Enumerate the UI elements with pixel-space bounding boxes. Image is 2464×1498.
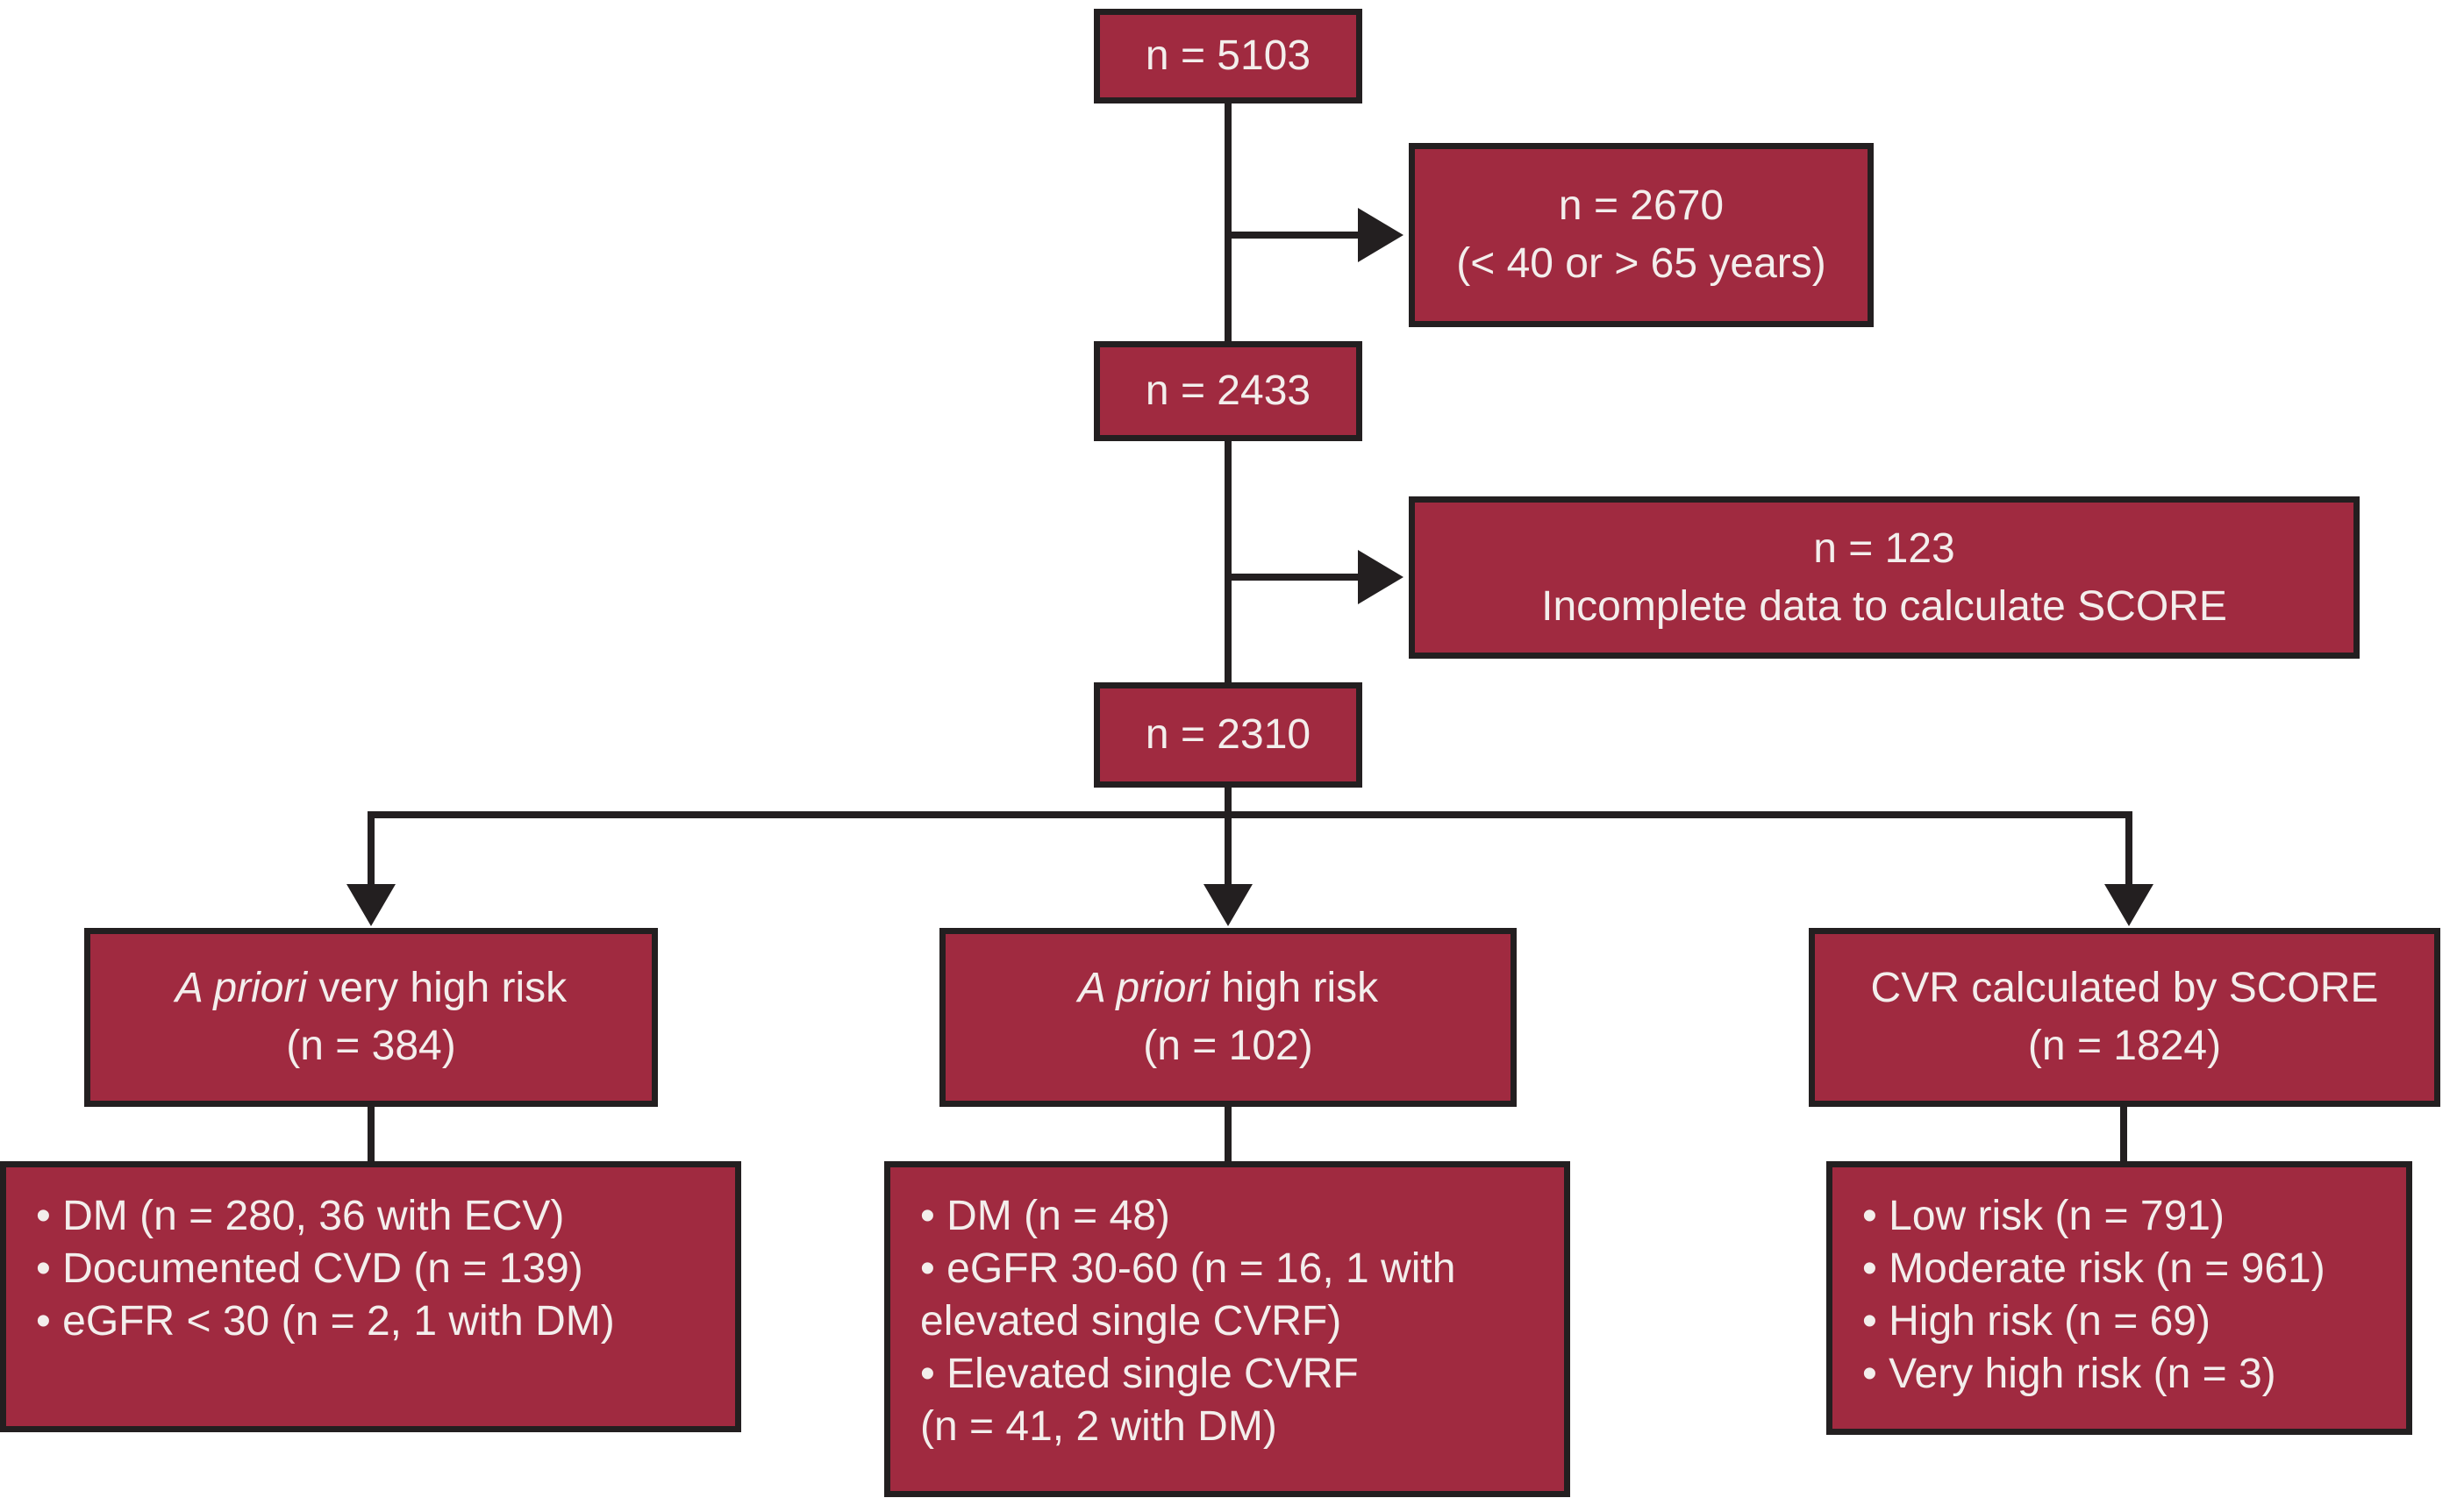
node-details-score: • Low risk (n = 791) • Moderate risk (n … [1826, 1161, 2412, 1435]
detail-line: (n = 41, 2 with DM) [920, 1403, 1277, 1450]
branch-high-count: (n = 102) [1143, 1023, 1313, 1069]
excluded-age-arrowhead-icon [1358, 208, 1403, 262]
connector-analyzed-to-branchline [1225, 788, 1232, 818]
node-branch-score: CVR calculated by SCORE (n = 1824) [1809, 928, 2440, 1107]
branch-high-title-italic: A priori [1077, 965, 1211, 1011]
branch-score-count: (n = 1824) [2027, 1023, 2222, 1069]
branch-right-arrowhead-icon [2104, 884, 2153, 926]
connector-total-to-afterage [1225, 103, 1232, 341]
branch-horizontal-line [368, 811, 2132, 818]
connector-excluded-age-stem [1228, 232, 1358, 239]
excluded-age-count: n = 2670 [1558, 182, 1725, 229]
connector-high-to-details [1225, 1107, 1232, 1161]
detail-line: • eGFR 30-60 (n = 16, 1 with [920, 1245, 1456, 1292]
branch-very-high-count: (n = 384) [286, 1023, 456, 1069]
branch-score-title: CVR calculated by SCORE [1870, 965, 2379, 1011]
detail-line: elevated single CVRF) [920, 1298, 1342, 1345]
detail-line: • Low risk (n = 791) [1862, 1193, 2225, 1239]
node-after-age-label: n = 2433 [1145, 367, 1311, 414]
detail-line: • Elevated single CVRF [920, 1351, 1359, 1397]
node-analyzed: n = 2310 [1094, 682, 1362, 788]
branch-left-stem [368, 811, 375, 884]
detail-line: • Documented CVD (n = 139) [36, 1245, 583, 1292]
node-excluded-age: n = 2670 (< 40 or > 65 years) [1409, 143, 1874, 327]
node-total: n = 5103 [1094, 9, 1362, 103]
connector-excluded-score-stem [1228, 574, 1358, 581]
branch-high-title-rest: high risk [1210, 965, 1379, 1011]
branch-middle-stem [1225, 811, 1232, 884]
node-details-very-high: • DM (n = 280, 36 with ECV) • Documented… [0, 1161, 741, 1432]
excluded-score-reason: Incomplete data to calculate SCORE [1541, 582, 2227, 630]
node-excluded-score: n = 123 Incomplete data to calculate SCO… [1409, 496, 2360, 659]
branch-middle-arrowhead-icon [1203, 884, 1253, 926]
detail-line: • DM (n = 48) [920, 1193, 1170, 1239]
connector-veryhigh-to-details [368, 1107, 375, 1161]
branch-very-high-title: A priori very high risk [175, 959, 567, 1017]
detail-line: • Moderate risk (n = 961) [1862, 1245, 2325, 1292]
branch-right-stem [2125, 811, 2132, 884]
node-branch-very-high-risk: A priori very high risk (n = 384) [84, 928, 658, 1107]
connector-afterage-to-analyzed [1225, 441, 1232, 682]
branch-very-high-title-italic: A priori [175, 965, 308, 1011]
detail-line: • Very high risk (n = 3) [1862, 1351, 2276, 1397]
branch-high-title: A priori high risk [1078, 959, 1378, 1017]
detail-line: • High risk (n = 69) [1862, 1298, 2210, 1345]
branch-left-arrowhead-icon [346, 884, 396, 926]
excluded-age-reason: (< 40 or > 65 years) [1456, 240, 1826, 287]
branch-very-high-title-rest: very high risk [307, 965, 568, 1011]
excluded-score-arrowhead-icon [1358, 550, 1403, 604]
node-branch-high-risk: A priori high risk (n = 102) [939, 928, 1517, 1107]
node-analyzed-label: n = 2310 [1145, 711, 1311, 758]
node-details-high: • DM (n = 48) • eGFR 30-60 (n = 16, 1 wi… [884, 1161, 1570, 1497]
connector-score-to-details [2120, 1107, 2127, 1161]
node-after-age: n = 2433 [1094, 341, 1362, 441]
node-total-label: n = 5103 [1145, 32, 1311, 79]
detail-line: • DM (n = 280, 36 with ECV) [36, 1193, 565, 1239]
detail-line: • eGFR < 30 (n = 2, 1 with DM) [36, 1298, 615, 1345]
excluded-score-count: n = 123 [1813, 524, 1955, 572]
